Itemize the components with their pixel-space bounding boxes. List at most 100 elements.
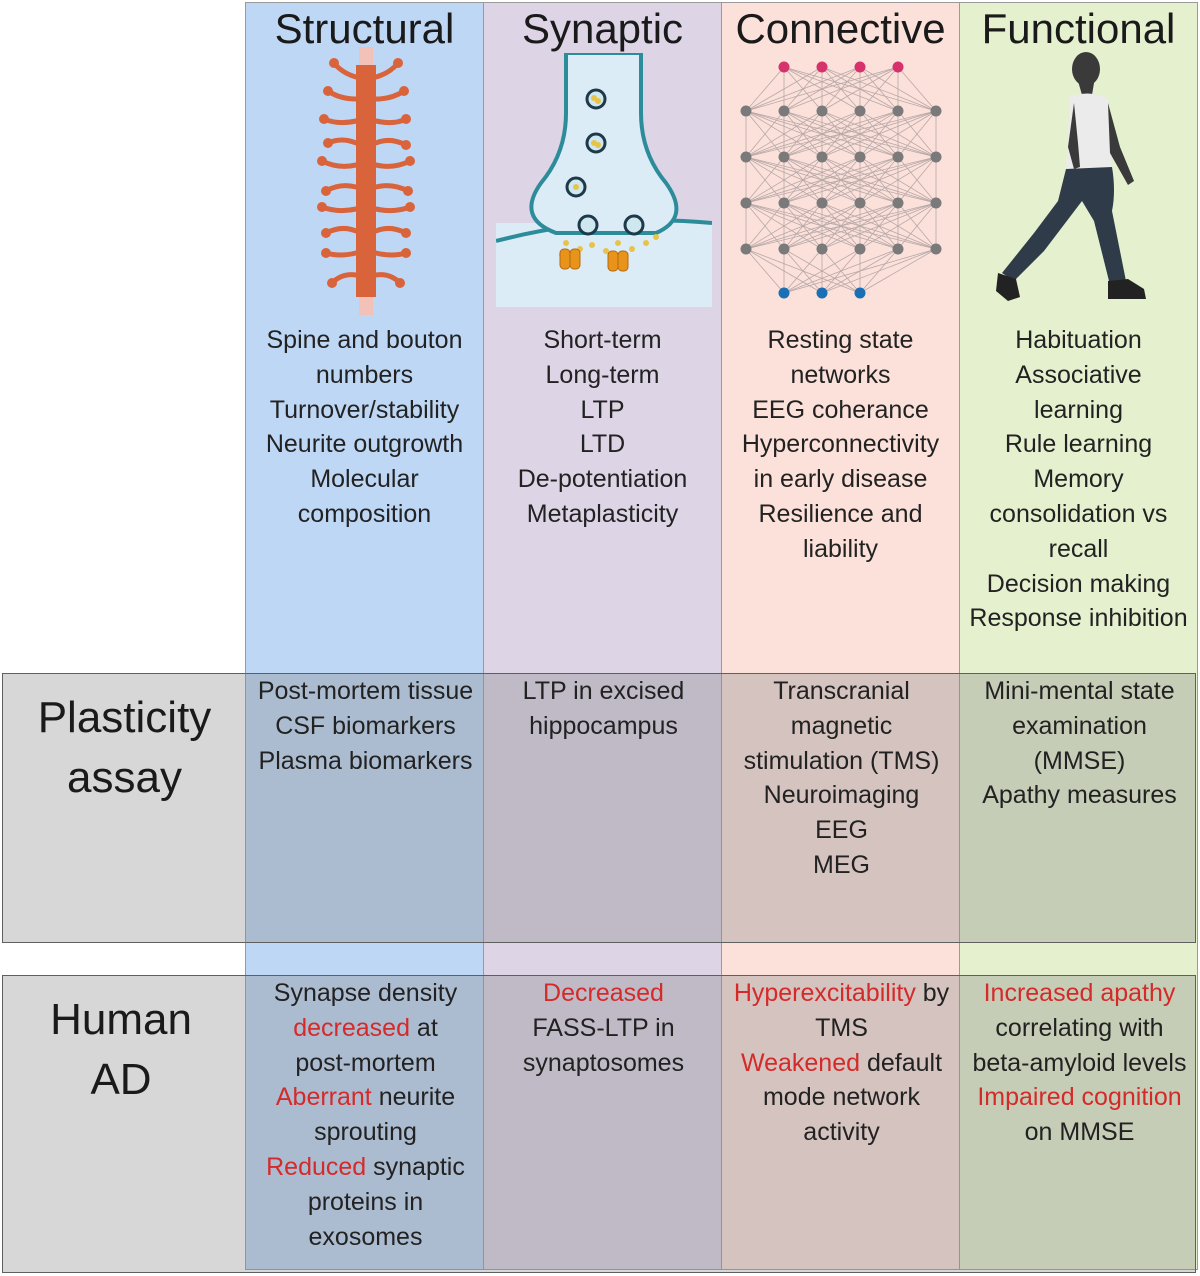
network-input-node <box>778 61 790 73</box>
cell-line: exosomes <box>246 1220 485 1255</box>
highlighted-text: Reduced <box>266 1152 367 1181</box>
cell-text: activity <box>803 1118 880 1147</box>
list-item: composition <box>297 499 432 528</box>
cell-line: Impaired cognition <box>960 1080 1199 1115</box>
assay-cell-structural: Post-mortem tissue CSF biomarkers Plasma… <box>257 677 474 775</box>
network-hidden-node <box>892 197 904 209</box>
network-hidden-node <box>740 105 752 117</box>
network-hidden-node <box>892 151 904 163</box>
list-item: in early disease <box>753 465 928 494</box>
network-hidden-node <box>930 105 942 117</box>
column-synaptic: Synaptic Short-term Long-term LTP LTD De… <box>483 2 722 1270</box>
network-hidden-node <box>740 151 752 163</box>
cell-line: Hyperexcitability by <box>722 976 961 1011</box>
network-hidden-node <box>816 197 828 209</box>
list-item: De-potentiation <box>517 465 688 494</box>
network-output-node <box>778 287 790 299</box>
list-item: Rule learning <box>1004 430 1153 459</box>
cell-text: mode network <box>762 1083 921 1112</box>
assay-cell-synaptic: LTP in excised hippocampus <box>522 677 685 740</box>
network-hidden-node <box>930 197 942 209</box>
highlighted-text: decreased <box>293 1013 410 1042</box>
cell-line: activity <box>722 1115 961 1150</box>
cell-text: sprouting <box>314 1118 417 1147</box>
list-item: consolidation vs <box>989 499 1168 528</box>
assay-cell-connective: Transcranial magnetic stimulation (TMS) … <box>743 677 940 879</box>
network-hidden-node <box>930 151 942 163</box>
cell-text: TMS <box>815 1013 868 1042</box>
list-item: numbers <box>315 360 414 389</box>
list-item: Turnover/stability <box>269 395 460 424</box>
highlighted-text: Hyperexcitability <box>733 979 916 1007</box>
row-label-human-ad: Human AD <box>50 995 192 1104</box>
network-hidden-node <box>854 105 866 117</box>
row-label-plasticity-assay: Plasticity assay <box>37 693 212 802</box>
cell-text: on MMSE <box>1024 1118 1135 1147</box>
cell-line: Aberrant neurite <box>246 1080 485 1115</box>
highlighted-text: Increased apathy <box>983 979 1176 1007</box>
highlighted-text: Aberrant <box>275 1083 372 1112</box>
column-connective: Connective Resting state networks EEG co… <box>721 2 960 1270</box>
network-hidden-node <box>892 105 904 117</box>
synaptic-plasticity-list: Short-term Long-term LTP LTD De-potentia… <box>484 323 721 532</box>
cell-line: decreased at <box>246 1011 485 1046</box>
network-input-node <box>816 61 828 73</box>
list-item: learning <box>1034 395 1123 424</box>
cell-text: proteins in <box>307 1187 424 1216</box>
cell-text: Synapse density <box>273 979 458 1007</box>
list-item: Hyperconnectivity <box>741 430 940 459</box>
network-hidden-node <box>892 243 904 255</box>
cell-text: beta-amyloid levels <box>972 1048 1187 1077</box>
cell-text: exosomes <box>308 1222 423 1251</box>
neural-network-icon <box>740 61 942 299</box>
network-hidden-node <box>778 151 790 163</box>
cell-line: Increased apathy <box>960 976 1199 1011</box>
network-hidden-node <box>778 243 790 255</box>
cell-line: synaptosomes <box>484 1046 723 1081</box>
column-title: Structural <box>274 5 455 52</box>
network-hidden-node <box>854 243 866 255</box>
cell-line: correlating with <box>960 1011 1199 1046</box>
structural-plasticity-list: Spine and bouton numbers Turnover/stabil… <box>246 323 483 532</box>
list-item: recall <box>1048 534 1109 563</box>
walking-person-icon <box>996 52 1146 301</box>
cell-text: at <box>409 1013 438 1042</box>
cell-line: on MMSE <box>960 1115 1199 1150</box>
list-item: EEG coherance <box>752 395 929 424</box>
cell-line: Decreased <box>484 976 723 1011</box>
list-item: LTP <box>580 395 625 424</box>
list-item: Memory <box>1033 465 1124 494</box>
list-item: liability <box>802 534 879 563</box>
highlighted-text: Weakened <box>740 1048 861 1077</box>
list-item: Associative <box>1015 360 1142 389</box>
list-item: Response inhibition <box>969 604 1188 633</box>
plasticity-assay-row: Plasticity assay Post-mortem tissue CSF … <box>2 673 1196 943</box>
list-item: networks <box>790 360 891 389</box>
cell-text: synaptosomes <box>522 1048 685 1077</box>
connective-plasticity-list: Resting state networks EEG coherance Hyp… <box>722 323 959 567</box>
network-output-node <box>816 287 828 299</box>
network-hidden-node <box>854 197 866 209</box>
column-title: Functional <box>981 5 1176 52</box>
network-hidden-node <box>816 105 828 117</box>
list-item: LTD <box>579 430 626 459</box>
cell-line: FASS-LTP in <box>484 1011 723 1046</box>
network-hidden-node <box>816 151 828 163</box>
cell-line: proteins in <box>246 1185 485 1220</box>
cell-text: neurite <box>371 1083 456 1112</box>
synapse-icon <box>496 53 712 307</box>
column-functional: Functional Habituation Associative learn… <box>959 2 1198 1270</box>
cell-text: synaptic <box>366 1152 465 1181</box>
cell-text: by <box>915 979 950 1007</box>
cell-line: TMS <box>722 1011 961 1046</box>
cell-text: FASS-LTP in <box>532 1013 675 1042</box>
network-output-node <box>854 287 866 299</box>
network-hidden-node <box>854 151 866 163</box>
cell-line: mode network <box>722 1080 961 1115</box>
functional-plasticity-list: Habituation Associative learning Rule le… <box>960 323 1197 636</box>
network-input-node <box>854 61 866 73</box>
